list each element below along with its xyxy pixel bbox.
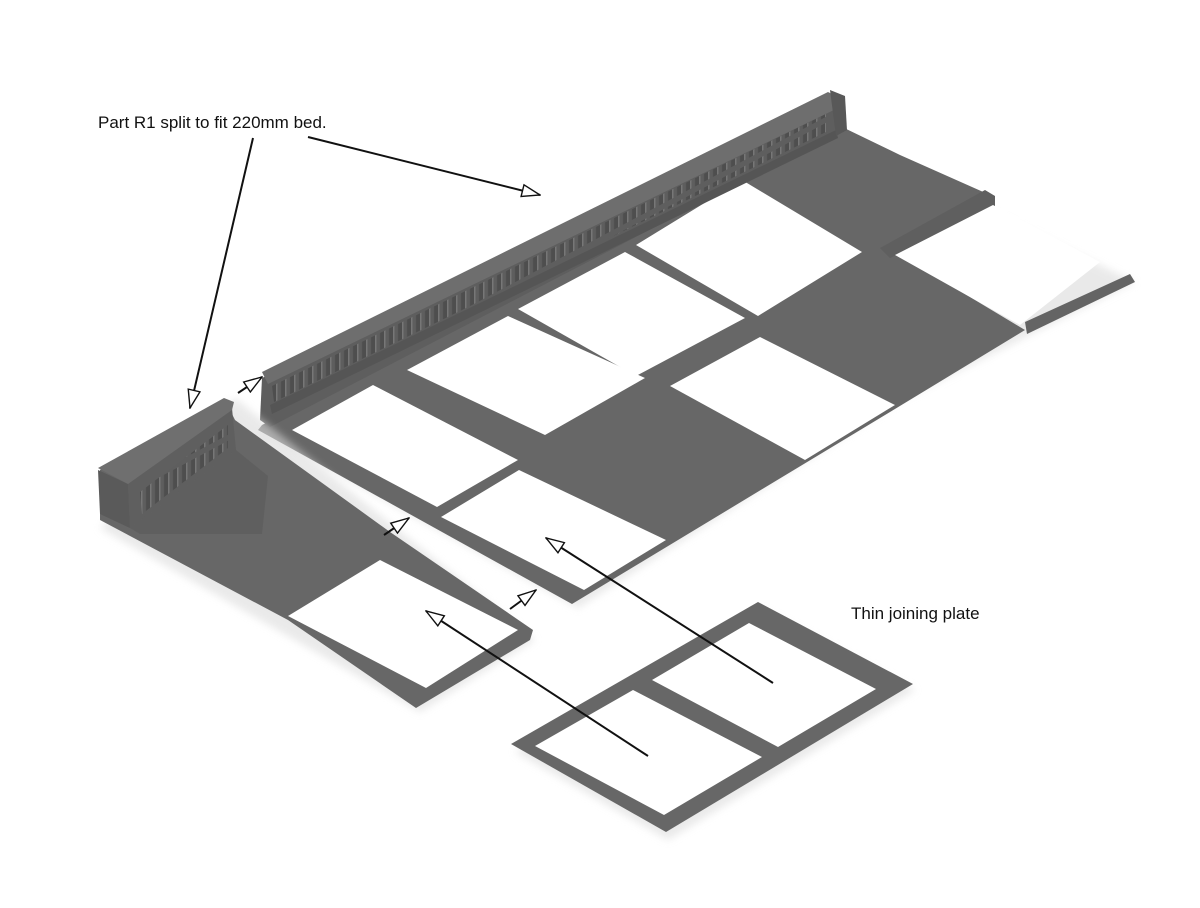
join-arrow-bottom: [509, 590, 536, 610]
plate-frame: [511, 602, 913, 832]
end-window: [288, 560, 518, 688]
window-2: [407, 316, 645, 435]
end-rail-teeth: [140, 425, 228, 514]
main-section: [258, 90, 1135, 608]
joining-plate: [511, 602, 915, 840]
window-1: [292, 385, 518, 507]
plate-window-left: [535, 690, 762, 815]
window-3: [518, 252, 745, 376]
main-rail-lip: [270, 130, 838, 414]
joining-plate-label: Thin joining plate: [851, 604, 980, 623]
annotation-arrows: [190, 136, 774, 757]
main-rail-teeth: [272, 114, 826, 402]
split-arrow-left: [190, 137, 254, 408]
window-7: [670, 337, 895, 460]
end-block-left-face: [98, 470, 130, 528]
window-5: [895, 205, 1100, 325]
main-rail-end: [830, 90, 847, 136]
plate-arrow-right: [546, 538, 774, 684]
end-inner-shade: [130, 450, 268, 534]
main-right-arm: [1025, 274, 1135, 334]
main-top-arm: [880, 190, 995, 258]
window-4: [636, 180, 862, 316]
end-section: [98, 398, 535, 712]
plate-window-right: [652, 623, 876, 747]
plate-arrow-left: [426, 611, 649, 757]
window-6: [441, 470, 666, 590]
split-arrow-right: [307, 136, 540, 195]
join-arrow-mid: [383, 518, 409, 536]
split-annotation-label: Part R1 split to fit 220mm bed.: [98, 113, 327, 132]
main-rail-top: [262, 92, 840, 384]
join-arrow-top: [237, 377, 262, 394]
end-rail-top: [98, 398, 234, 484]
